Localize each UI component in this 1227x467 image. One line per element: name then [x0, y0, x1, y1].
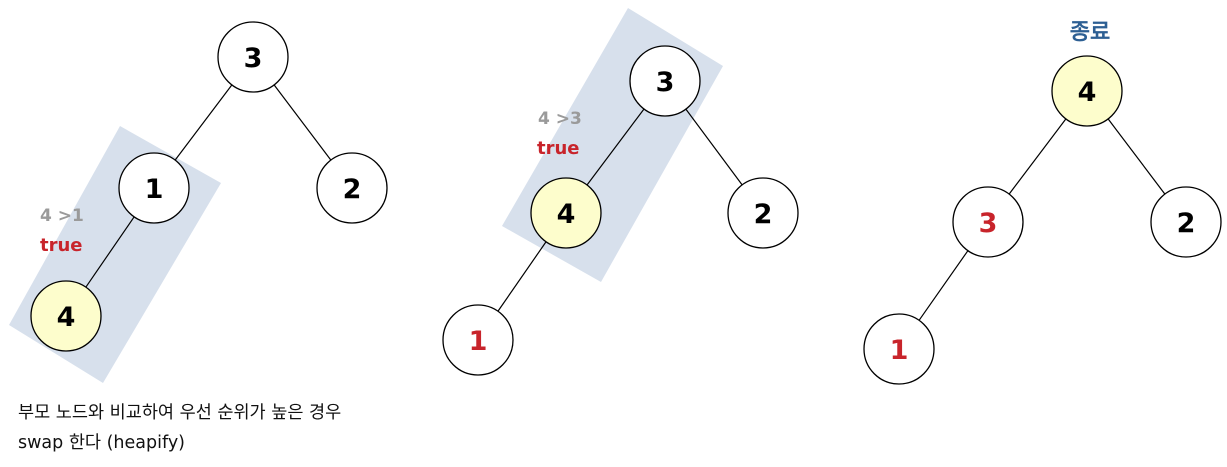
tree-3-node-label: 1: [890, 335, 909, 366]
tree-3-node-label: 4: [1078, 77, 1097, 108]
tree-1-node-circle: [217, 21, 289, 93]
tree-2-edge-3: [497, 241, 547, 312]
edges-layer: [85, 84, 1166, 321]
tree-3-node-circle: [863, 313, 935, 385]
tree-3-node-circle: [1150, 186, 1222, 258]
caption-line-2: swap 한다 (heapify): [18, 433, 186, 453]
tree-1-edge-1: [174, 84, 233, 161]
tree-2-node-circle: [629, 45, 701, 117]
tree-3-node-4: 4: [1051, 55, 1123, 127]
tree-1-edge-2: [273, 84, 332, 161]
tree-1-node-label: 4: [57, 302, 76, 333]
comparison-band-2: [502, 8, 723, 282]
tree-3-edge-2: [1107, 118, 1166, 195]
tree-3-node-circle: [952, 186, 1024, 258]
tree-2-node-circle: [530, 177, 602, 249]
tree-1-node-3: 3: [217, 21, 289, 93]
tree-1-node-label: 2: [343, 174, 362, 205]
tree-2-node-circle: [442, 304, 514, 376]
tree-2-node-circle: [727, 177, 799, 249]
tree-1-node-1: 1: [118, 152, 190, 224]
tree-2-node-2: 2: [727, 177, 799, 249]
tree-1-node-circle: [30, 280, 102, 352]
result-label-2: true: [537, 138, 580, 159]
tree-3-node-circle: [1051, 55, 1123, 127]
comparison-label-2: 4 >3: [538, 109, 582, 129]
tree-1-node-circle: [316, 152, 388, 224]
caption: 부모 노드와 비교하여 우선 순위가 높은 경우 swap 한다 (heapif…: [18, 398, 341, 458]
tree-1-node-circle: [118, 152, 190, 224]
tree-2-node-1: 1: [442, 304, 514, 376]
tree-2-node-label: 2: [754, 199, 773, 230]
tree-1-node-label: 3: [244, 43, 263, 74]
tree-2-node-label: 3: [656, 67, 675, 98]
tree-2-node-4: 4: [530, 177, 602, 249]
tree-3-node-label: 3: [979, 208, 998, 239]
tree-2-node-label: 4: [557, 199, 576, 230]
tree-3-node-1: 1: [863, 313, 935, 385]
tree-2-edge-1: [586, 108, 645, 186]
end-label: 종료: [1070, 20, 1110, 45]
tree-3-node-label: 2: [1177, 208, 1196, 239]
tree-1-node-label: 1: [145, 174, 164, 205]
tree-3-node-3: 3: [952, 186, 1024, 258]
tree-3-node-2: 2: [1150, 186, 1222, 258]
tree-1-node-4: 4: [30, 280, 102, 352]
comparison-label-1: 4 >1: [40, 206, 84, 226]
tree-2-edge-2: [685, 108, 743, 186]
result-label-1: true: [40, 235, 83, 256]
tree-3-edge-3: [918, 250, 969, 321]
tree-2-node-label: 1: [469, 326, 488, 357]
tree-3-edge-1: [1008, 118, 1067, 195]
tree-1-edge-3: [85, 216, 135, 288]
nodes-layer: 3 1 2 4 3 4 2 1 4 3 2 1: [30, 21, 1222, 385]
tree-2-node-3: 3: [629, 45, 701, 117]
tree-1-node-2: 2: [316, 152, 388, 224]
caption-line-1: 부모 노드와 비교하여 우선 순위가 높은 경우: [18, 403, 342, 423]
